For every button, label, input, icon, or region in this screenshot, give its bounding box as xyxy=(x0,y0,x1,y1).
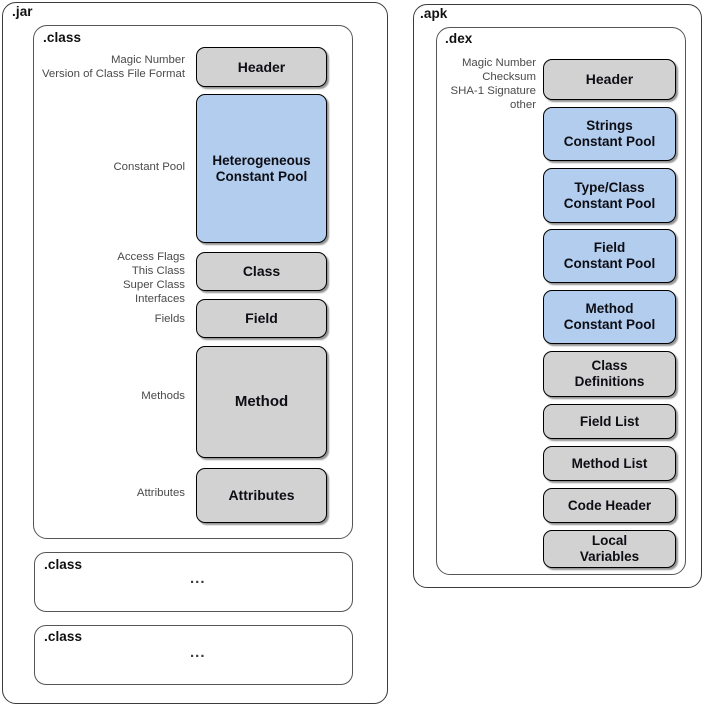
methods-annotation: Methods xyxy=(141,390,185,402)
dex-label: .dex xyxy=(445,31,473,46)
class-placeholder-2-ellipsis: ... xyxy=(190,644,206,661)
type-class-constant-pool-label: Type/Class Constant Pool xyxy=(563,179,656,211)
code-header-label: Code Header xyxy=(567,497,652,513)
jar-label: .jar xyxy=(12,4,33,19)
heterogeneous-constant-pool-box[interactable]: Heterogeneous Constant Pool xyxy=(196,94,327,243)
method-box-label: Method xyxy=(234,393,289,411)
method-list-box[interactable]: Method List xyxy=(543,446,676,481)
class-definitions-box[interactable]: Class Definitions xyxy=(543,351,676,397)
method-constant-pool-label: Method Constant Pool xyxy=(563,301,656,332)
class-placeholder-1-ellipsis: ... xyxy=(190,570,206,587)
dex-header-box-label: Header xyxy=(585,71,634,88)
local-variables-label: Local Variables xyxy=(579,533,640,564)
class-annotation: Access Flags This Class Super Class Inte… xyxy=(117,251,185,305)
fields-annotation: Fields xyxy=(154,313,185,325)
method-box[interactable]: Method xyxy=(196,346,327,458)
field-constant-pool-box[interactable]: Field Constant Pool xyxy=(543,229,676,283)
field-box[interactable]: Field xyxy=(196,299,327,338)
type-class-constant-pool-box[interactable]: Type/Class Constant Pool xyxy=(543,168,676,223)
field-constant-pool-label: Field Constant Pool xyxy=(563,240,656,271)
field-list-box[interactable]: Field List xyxy=(543,404,676,439)
dex-header-annotation: Magic Number Checksum SHA-1 Signature ot… xyxy=(450,57,536,111)
field-list-label: Field List xyxy=(579,413,640,429)
class-box-label: Class xyxy=(242,263,281,280)
class-primary-label: .class xyxy=(43,30,82,45)
class-placeholder-1 xyxy=(34,552,353,612)
header-box[interactable]: Header xyxy=(196,47,327,87)
attributes-annotation: Attributes xyxy=(136,487,185,499)
strings-constant-pool-box[interactable]: Strings Constant Pool xyxy=(543,107,676,161)
method-list-label: Method List xyxy=(571,455,648,471)
class-definitions-label: Class Definitions xyxy=(574,358,645,389)
local-variables-box[interactable]: Local Variables xyxy=(543,530,676,568)
apk-label: .apk xyxy=(420,6,448,21)
field-box-label: Field xyxy=(245,310,278,327)
constant-pool-annotation: Constant Pool xyxy=(113,161,185,173)
class-box[interactable]: Class xyxy=(196,252,327,291)
class-placeholder-2 xyxy=(34,625,353,685)
class-placeholder-1-label: .class xyxy=(44,557,83,572)
class-placeholder-2-label: .class xyxy=(44,629,83,644)
header-box-label: Header xyxy=(237,58,286,75)
method-constant-pool-box[interactable]: Method Constant Pool xyxy=(543,290,676,344)
dex-header-box[interactable]: Header xyxy=(543,59,676,100)
header-annotation: Magic Number Version of Class File Forma… xyxy=(41,54,185,80)
code-header-box[interactable]: Code Header xyxy=(543,488,676,523)
strings-constant-pool-label: Strings Constant Pool xyxy=(563,118,656,149)
attributes-box[interactable]: Attributes xyxy=(196,468,327,523)
heterogeneous-constant-pool-label: Heterogeneous Constant Pool xyxy=(212,152,311,184)
attributes-box-label: Attributes xyxy=(228,487,295,504)
